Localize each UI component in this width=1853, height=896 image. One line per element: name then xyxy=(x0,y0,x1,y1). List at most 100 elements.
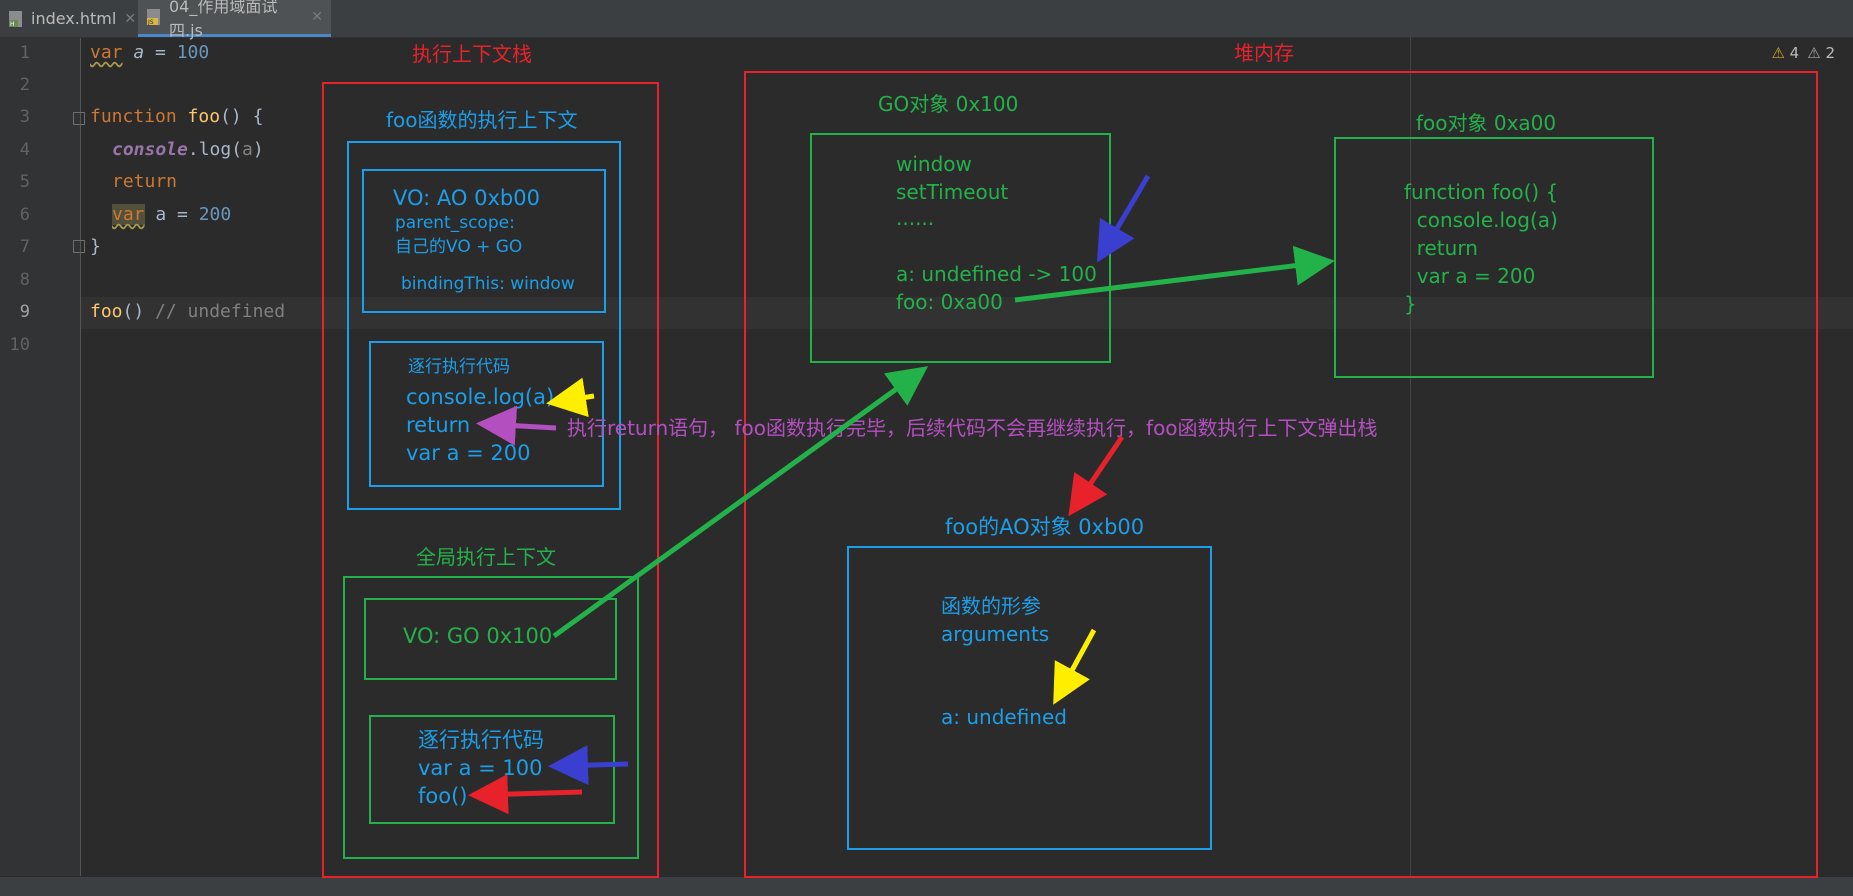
return-note: 执行return语句， foo函数执行完毕，后续代码不会再继续执行，foo函数执… xyxy=(567,416,1378,440)
code-token: = xyxy=(144,42,177,63)
code-token: var xyxy=(90,42,123,63)
line-number: 4 xyxy=(19,140,30,160)
global-context-title: 全局执行上下文 xyxy=(416,545,556,569)
parent-scope-value: 自己的VO + GO xyxy=(395,237,523,257)
foo-object-line: var a = 200 xyxy=(1404,264,1536,288)
foo-exec-line: return xyxy=(406,413,471,437)
tab-index-html[interactable]: H index.html ✕ xyxy=(0,0,136,37)
ao-object-a-line: a: undefined xyxy=(941,705,1067,729)
code-token: 100 xyxy=(176,42,210,63)
tab-label: index.html xyxy=(31,9,117,28)
code-token: // undefined xyxy=(155,301,286,322)
go-object-line: window xyxy=(896,152,972,176)
foo-object-line: return xyxy=(1404,236,1478,260)
foo-exec-code-box xyxy=(369,341,604,487)
line-number-gutter xyxy=(0,38,81,876)
foo-object-line: function foo() { xyxy=(1404,180,1559,204)
foo-context-title: foo函数的执行上下文 xyxy=(386,108,578,132)
binding-this-label: bindingThis: window xyxy=(401,274,575,294)
ao-object-box xyxy=(847,546,1212,850)
foo-object-line: } xyxy=(1404,292,1417,316)
arrow-purple-return xyxy=(476,405,557,446)
line-number: 2 xyxy=(19,75,30,95)
code-line-4[interactable]: console.log(a) xyxy=(112,139,264,160)
arrow-indigo-assign-100 xyxy=(1096,174,1151,263)
code-token: () xyxy=(122,301,156,322)
svg-text:JS: JS xyxy=(147,19,154,26)
js-file-icon: JS xyxy=(146,8,162,26)
code-token: foo xyxy=(90,301,123,322)
warning-count: 4 xyxy=(1789,44,1800,62)
code-token: return xyxy=(112,171,178,192)
global-execution-context xyxy=(343,576,639,859)
code-token: .log( xyxy=(187,139,243,160)
execution-context-stack xyxy=(322,82,659,878)
fold-marker-icon[interactable] xyxy=(73,240,85,253)
go-object-line: setTimeout xyxy=(896,180,1009,204)
go-object-line-a: a: undefined -> 100 xyxy=(896,262,1097,286)
code-line-3[interactable]: function foo() { xyxy=(90,106,263,127)
close-icon[interactable]: ✕ xyxy=(311,9,323,25)
inspection-widget[interactable]: ⚠ 4 ⚠ 2 xyxy=(1771,44,1835,62)
code-line-1[interactable]: var a = 100 xyxy=(90,42,209,63)
foo-object-title: foo对象 0xa00 xyxy=(1416,111,1557,135)
global-vo-box xyxy=(364,598,617,680)
tab-scope-js[interactable]: JS 04_作用域面试四.js ✕ xyxy=(138,0,331,40)
code-line-5[interactable]: return xyxy=(112,171,177,192)
warning-indicator[interactable]: ⚠ 4 xyxy=(1771,44,1799,62)
arrow-red-create-ao xyxy=(1068,435,1125,517)
global-exec-line: foo() xyxy=(418,784,468,808)
foo-execution-context xyxy=(347,141,621,510)
editor-bottom-strip xyxy=(0,877,1853,896)
code-line-7[interactable]: } xyxy=(90,236,101,257)
ao-object-title: foo的AO对象 0xb00 xyxy=(945,515,1145,539)
code-token: 200 xyxy=(198,204,232,225)
stack-title: 执行上下文栈 xyxy=(412,42,532,66)
code-token: a = xyxy=(144,204,199,225)
arrow-yellow-a-undefined xyxy=(1053,628,1097,705)
line-number-current: 9 xyxy=(19,302,30,322)
code-token: } xyxy=(90,236,101,257)
weak-warning-icon: ⚠ xyxy=(1807,44,1821,62)
html-file-icon: H xyxy=(8,10,24,28)
arrow-foo-to-foo-object xyxy=(1014,245,1335,303)
tab-label: 04_作用域面试四.js xyxy=(169,0,278,40)
foo-object-line: console.log(a) xyxy=(1404,208,1558,232)
code-line-6[interactable]: var a = 200 xyxy=(112,204,231,225)
warning-icon: ⚠ xyxy=(1771,44,1785,62)
weak-warning-indicator[interactable]: ⚠ 2 xyxy=(1807,44,1835,62)
go-object-line-foo: foo: 0xa00 xyxy=(896,290,1003,314)
arrow-yellow-console xyxy=(546,377,595,418)
line-number: 1 xyxy=(19,43,30,63)
foo-object-box xyxy=(1334,137,1654,378)
go-object-line: ...... xyxy=(896,206,935,230)
arrow-indigo-var-a xyxy=(548,745,629,786)
svg-text:H: H xyxy=(10,21,15,28)
line-number: 8 xyxy=(19,270,30,290)
line-number: 10 xyxy=(9,335,30,355)
ao-object-line: arguments xyxy=(941,622,1050,646)
line-number: 5 xyxy=(19,172,30,192)
code-token: var xyxy=(112,204,145,225)
foo-exec-line: console.log(a) xyxy=(406,385,555,409)
parent-scope-label: parent_scope: xyxy=(395,213,515,233)
global-exec-title: 逐行执行代码 xyxy=(418,728,544,752)
code-token: console xyxy=(112,139,188,160)
code-token: foo xyxy=(187,106,221,127)
go-object-title: GO对象 0x100 xyxy=(878,92,1019,116)
line-number: 6 xyxy=(19,205,30,225)
fold-marker-icon[interactable] xyxy=(73,112,85,125)
foo-exec-title: 逐行执行代码 xyxy=(408,357,510,377)
close-icon[interactable]: ✕ xyxy=(124,10,137,27)
arrow-go-to-global-vo xyxy=(552,366,929,639)
code-token: () { xyxy=(220,106,264,127)
code-line-9[interactable]: foo() // undefined xyxy=(90,301,285,322)
code-token: function xyxy=(90,106,177,127)
foo-vo-label: VO: AO 0xb00 xyxy=(393,186,540,210)
current-line-highlight xyxy=(81,297,1853,329)
heap-title: 堆内存 xyxy=(1234,41,1294,65)
editor-tab-bar: H index.html ✕ JS 04_作用域面试四.js ✕ xyxy=(0,0,1853,40)
right-margin-guide xyxy=(1410,37,1411,877)
code-token: ) xyxy=(252,139,264,160)
